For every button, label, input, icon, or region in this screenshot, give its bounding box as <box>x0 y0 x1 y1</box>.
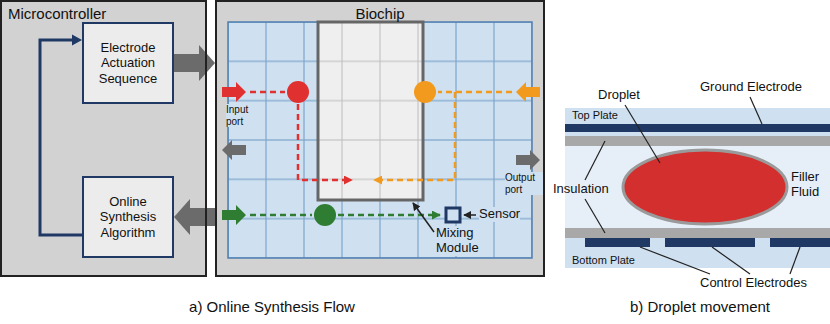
subcaption: b) Droplet movement <box>630 298 770 315</box>
part-label: Top Plate <box>572 109 618 122</box>
leader-line <box>585 141 605 180</box>
box-label: Electrode Actuation Sequence <box>84 40 172 87</box>
sensor-symbol <box>446 208 460 222</box>
ground-electrode <box>565 124 830 132</box>
droplet-path <box>374 92 455 180</box>
bottom-plate <box>565 238 830 268</box>
input-arrow <box>516 82 540 102</box>
leader-line <box>750 97 762 124</box>
droplet-path <box>250 214 312 217</box>
control-electrode <box>665 238 755 247</box>
process-box: Online Synthesis Algorithm <box>82 176 174 258</box>
part-label: Ground Electrode <box>700 80 802 95</box>
box-label: Online Synthesis Algorithm <box>84 194 172 241</box>
droplet <box>314 204 336 226</box>
arrowhead <box>174 199 190 235</box>
leader-line <box>625 105 660 163</box>
leader-line <box>413 203 434 232</box>
leader-line <box>790 247 800 274</box>
module-label: Mixing Module <box>436 226 492 256</box>
connector-line <box>40 40 82 235</box>
port-arrow <box>222 140 246 160</box>
mixing-module-outline <box>318 22 423 200</box>
controller-panel: MicrocontrollerElectrode Actuation Seque… <box>0 0 207 277</box>
arrowhead <box>72 35 82 46</box>
electrode-grid <box>228 22 532 258</box>
process-box: Electrode Actuation Sequence <box>82 22 174 104</box>
biochip-panel: Biochip <box>215 0 545 277</box>
leader-line <box>712 247 750 274</box>
connector-line <box>189 208 215 226</box>
droplet-path <box>250 91 285 94</box>
droplet-path <box>438 91 512 94</box>
control-electrode <box>770 238 830 247</box>
mixing-module <box>318 22 423 200</box>
leader-line <box>640 247 710 274</box>
output-arrow <box>516 150 540 170</box>
part-label: Insulation <box>553 182 609 197</box>
block-arrow <box>174 45 215 81</box>
part-label: Filler Fluid <box>791 170 829 200</box>
input-arrow <box>222 205 246 225</box>
arrowhead <box>199 45 215 81</box>
input-arrow <box>222 82 246 102</box>
panel-title: Biochip <box>217 2 543 26</box>
control-electrode <box>585 238 650 247</box>
panel-ground <box>0 0 207 277</box>
part-label: Droplet <box>598 88 640 103</box>
droplet <box>623 150 787 224</box>
leader-line <box>585 199 605 233</box>
leader-line <box>464 214 476 216</box>
connector-line <box>174 54 200 72</box>
droplet-path <box>338 214 440 217</box>
port-label: Input port <box>226 104 256 127</box>
feedback-arrow <box>40 35 82 236</box>
port-label: Output port <box>505 172 543 195</box>
sensor-label: Sensor <box>479 207 520 222</box>
part-label: Control Electrodes <box>700 276 807 291</box>
droplet <box>414 81 436 103</box>
part-label: Bottom Plate <box>572 254 635 267</box>
subcaption: a) Online Synthesis Flow <box>189 298 355 315</box>
block-arrow <box>174 199 215 235</box>
droplet <box>287 81 309 103</box>
top-plate <box>565 108 830 136</box>
droplet-path <box>298 104 352 180</box>
panel-ground <box>215 0 545 277</box>
